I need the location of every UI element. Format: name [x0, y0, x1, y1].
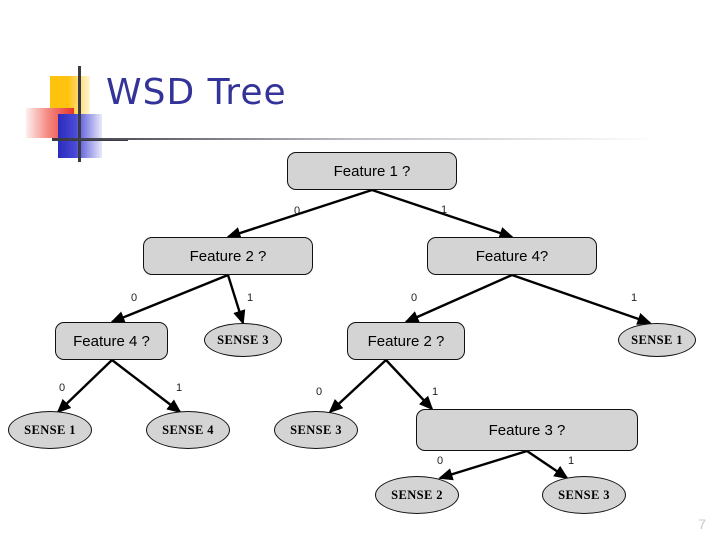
tree-edge — [56, 359, 113, 414]
tree-edge — [111, 359, 182, 414]
decision-node[interactable]: Feature 2 ? — [347, 322, 465, 360]
edge-label: 0 — [411, 292, 418, 304]
edge-label: 1 — [568, 455, 575, 467]
edge-label: 1 — [441, 204, 448, 216]
decorative-logo — [18, 66, 128, 162]
crosshair-vertical-icon — [78, 66, 81, 162]
decision-node[interactable]: Feature 3 ? — [416, 409, 638, 451]
leaf-node[interactable]: SENSE 1 — [618, 323, 696, 357]
edge-label: 0 — [316, 386, 323, 398]
edge-label: 0 — [437, 455, 444, 467]
tree-edge — [404, 273, 513, 324]
tree-edge — [226, 274, 246, 325]
tree-edge — [226, 188, 373, 240]
decision-node[interactable]: Feature 1 ? — [287, 152, 457, 190]
tree-edge — [511, 273, 652, 325]
decision-node[interactable]: Feature 2 ? — [143, 237, 313, 275]
tree-edge — [438, 449, 528, 481]
leaf-node[interactable]: SENSE 3 — [204, 323, 282, 357]
tree-edge — [371, 188, 514, 239]
page-title: WSD Tree — [106, 72, 287, 113]
leaf-node[interactable]: SENSE 2 — [375, 476, 459, 514]
leaf-node[interactable]: SENSE 3 — [274, 411, 358, 449]
decision-node[interactable]: Feature 4? — [427, 237, 597, 275]
tree-edge — [328, 359, 387, 414]
decision-node[interactable]: Feature 4 ? — [55, 322, 168, 360]
edge-label: 0 — [294, 205, 301, 217]
page-number: 7 — [698, 516, 706, 532]
edge-label: 1 — [176, 382, 183, 394]
edge-label: 1 — [432, 386, 439, 398]
edge-label: 1 — [247, 292, 254, 304]
tree-edge — [110, 273, 229, 324]
leaf-node[interactable]: SENSE 3 — [542, 476, 626, 514]
edge-label: 0 — [131, 292, 138, 304]
title-divider — [62, 138, 710, 140]
tree-edge — [526, 450, 569, 480]
leaf-node[interactable]: SENSE 1 — [8, 411, 92, 449]
tree-edge-lines — [56, 188, 652, 481]
tree-edge — [385, 359, 434, 411]
edge-label: 0 — [59, 382, 66, 394]
edge-label: 1 — [631, 292, 638, 304]
leaf-node[interactable]: SENSE 4 — [146, 411, 230, 449]
